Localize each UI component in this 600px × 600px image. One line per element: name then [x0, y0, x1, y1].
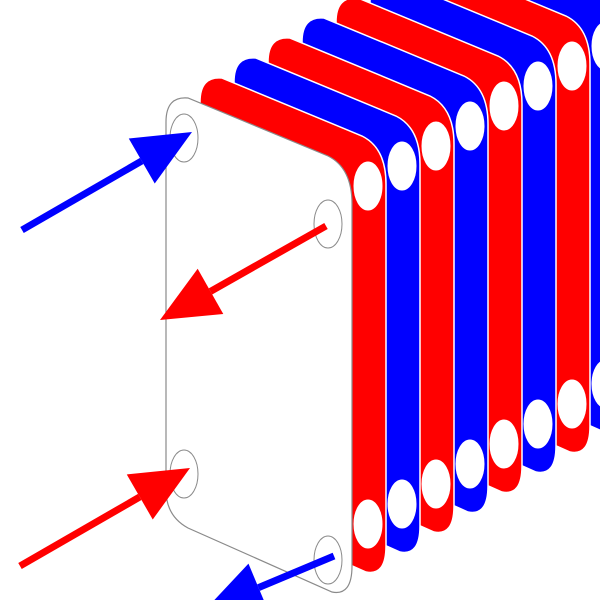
arrow-shaft	[257, 552, 336, 591]
hot-outlet-arrow	[160, 222, 328, 320]
arrow-head	[160, 268, 224, 320]
port-hole	[523, 399, 553, 449]
arrow-head	[128, 132, 192, 184]
port-hole	[421, 121, 451, 171]
flow-arrows	[18, 132, 336, 600]
port-hole	[557, 379, 587, 429]
port-hole	[353, 499, 383, 549]
port-hole	[489, 419, 519, 469]
plate-body	[165, 97, 353, 594]
port-hole	[387, 479, 417, 529]
port-hole	[489, 81, 519, 131]
arrow-shaft	[18, 493, 142, 570]
arrow-shaft	[20, 157, 144, 234]
arrow-head	[126, 468, 190, 520]
hot-inlet-arrow	[18, 468, 190, 570]
port-hole	[455, 101, 485, 151]
arrow-head	[214, 563, 264, 600]
port-hole	[421, 459, 451, 509]
port-hole	[313, 199, 343, 249]
cold-inlet-arrow	[20, 132, 192, 234]
plate-stack	[165, 0, 600, 594]
cold-outlet-arrow	[214, 552, 336, 600]
front-plate	[165, 97, 353, 594]
port-hole	[523, 61, 553, 111]
port-hole	[557, 41, 587, 91]
port-hole	[455, 439, 485, 489]
port-hole	[591, 361, 600, 407]
port-hole	[387, 141, 417, 191]
arrow-shaft	[208, 222, 328, 295]
port-hole	[353, 161, 383, 211]
port-hole	[591, 23, 600, 69]
